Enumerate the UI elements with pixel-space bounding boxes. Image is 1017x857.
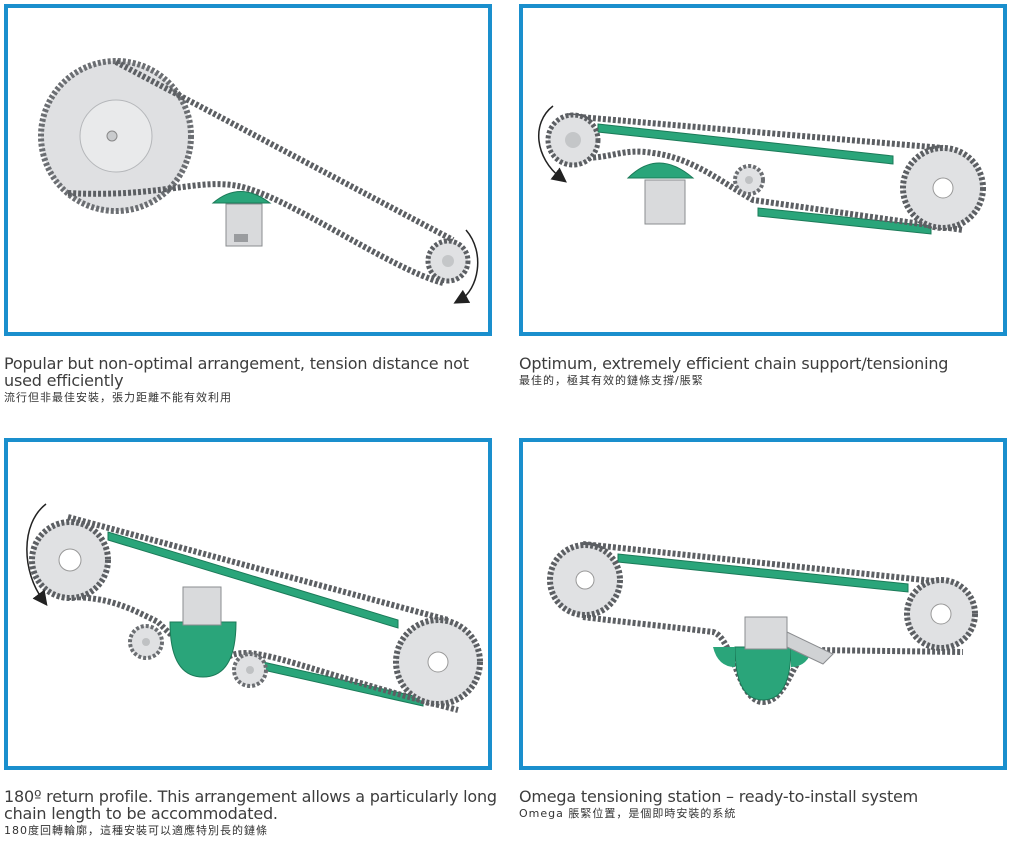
return-profile-green (169, 586, 237, 678)
tensioner-green-guide (626, 162, 695, 225)
chain-drive-illustration-4 (547, 541, 978, 706)
right-sprocket (900, 145, 986, 231)
left-sprocket (29, 519, 111, 601)
upper-guide-rail (617, 553, 909, 593)
chain-drive-illustration-2 (538, 105, 986, 235)
caption-4-zh: Omega 脹緊位置，是個即時安裝的系統 (519, 807, 737, 820)
right-sprocket (904, 577, 978, 651)
large-sprocket (38, 58, 194, 214)
caption-2: Optimum, extremely efficient chain suppo… (519, 355, 1014, 388)
rotation-arrow (538, 105, 567, 183)
caption-1: Popular but non-optimal arrangement, ten… (4, 355, 499, 405)
caption-4: Omega tensioning station – ready-to-inst… (519, 788, 1014, 821)
left-sprocket (547, 542, 623, 618)
caption-2-en: Optimum, extremely efficient chain suppo… (519, 354, 949, 373)
chain-strand (67, 59, 455, 286)
left-sprocket (545, 112, 601, 168)
caption-3-zh: 180度回轉輪廓，這種安裝可以適應特別長的鏈條 (4, 824, 268, 837)
rotation-arrow (26, 503, 48, 607)
right-sprocket (393, 617, 483, 707)
rotation-arrow (453, 229, 479, 304)
caption-3-en: 180º return profile. This arrangement al… (4, 787, 497, 823)
small-sprocket-right (232, 652, 268, 688)
chain-drive-illustration-3 (26, 503, 483, 713)
idler-sprocket (733, 164, 765, 196)
caption-3: 180º return profile. This arrangement al… (4, 788, 499, 838)
caption-2-zh: 最佳的，極其有效的鏈條支撐/脹緊 (519, 374, 704, 387)
tensioner-green-guide (211, 191, 272, 247)
chain-strand (567, 113, 964, 233)
chain-strand (67, 514, 459, 713)
small-sprocket (425, 238, 471, 284)
diagram-panel-2 (519, 4, 1007, 336)
upper-guide-rail (107, 531, 399, 629)
caption-1-zh: 流行但非最佳安裝，張力距離不能有效利用 (4, 391, 232, 404)
omega-tensioner-green (713, 616, 834, 701)
diagram-panel-4 (519, 438, 1007, 770)
caption-4-en: Omega tensioning station – ready-to-inst… (519, 787, 919, 806)
upper-guide-rail (597, 123, 894, 165)
diagram-panel-1 (4, 4, 492, 336)
chain-drive-illustration-1 (38, 58, 479, 304)
caption-1-en: Popular but non-optimal arrangement, ten… (4, 354, 469, 390)
small-sprocket-left (128, 624, 164, 660)
lower-guide-rail (757, 207, 932, 235)
diagram-panel-3 (4, 438, 492, 770)
